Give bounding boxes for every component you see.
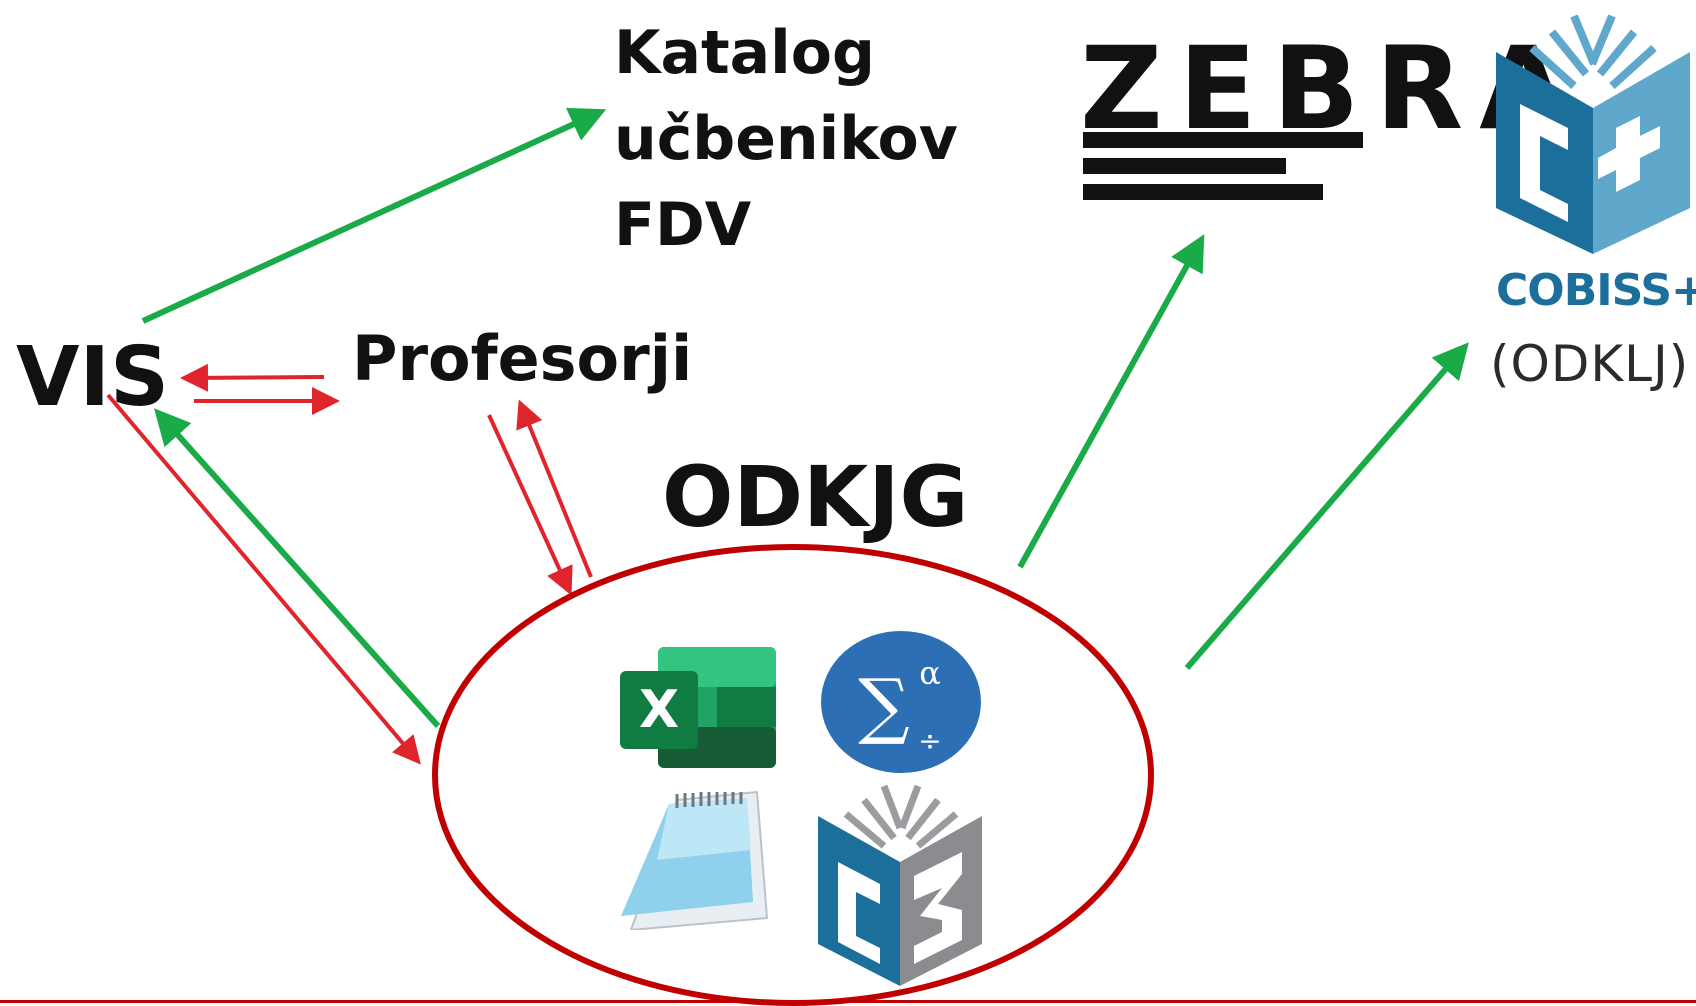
notepad-icon: [621, 790, 769, 930]
catalog-line-1: Katalog: [614, 18, 875, 88]
cobiss-book-icon: [1496, 14, 1690, 254]
math-alpha: α: [919, 654, 941, 692]
footer-divider: [0, 1000, 1696, 1003]
arrow-odkjg-to-cobiss: [1184, 342, 1469, 670]
cobiss-wordmark: COBISS+: [1496, 265, 1696, 316]
catalog-label: Katalog učbenikov FDV: [614, 10, 958, 268]
catalog-line-2: učbenikov: [614, 104, 958, 174]
math-sigma: ∑: [858, 663, 909, 747]
odkjg-ellipse: [432, 544, 1154, 1006]
catalog-line-3: FDV: [614, 190, 752, 260]
arrow-vis-to-catalog: [141, 107, 607, 324]
arrow-odkjg-to-zebra: [1017, 234, 1205, 569]
excel-icon: X: [620, 647, 776, 768]
zebra-bar-2: [1083, 158, 1286, 174]
arrow-professors-to-vis: [180, 363, 325, 392]
vis-label: VIS: [16, 330, 170, 425]
excel-letter: X: [639, 680, 679, 740]
professors-label: Profesorji: [352, 322, 693, 395]
odkjg-label: ODKJG: [662, 448, 969, 546]
arrow-odkjg-to-professors: [516, 399, 593, 578]
arrow-vis-to-odkjg: [106, 393, 421, 765]
zebra-bar-1: [1083, 132, 1363, 148]
arrow-professors-to-odkjg: [487, 414, 573, 596]
math-divide: ÷: [918, 724, 941, 757]
cobiss3-icon: [818, 784, 982, 986]
arrow-odkjg-to-vis: [154, 408, 441, 728]
cobiss-caption: (ODKLJ): [1490, 335, 1690, 393]
math-editor-icon: ∑ α ÷: [821, 631, 981, 773]
zebra-bar-3: [1083, 184, 1323, 200]
